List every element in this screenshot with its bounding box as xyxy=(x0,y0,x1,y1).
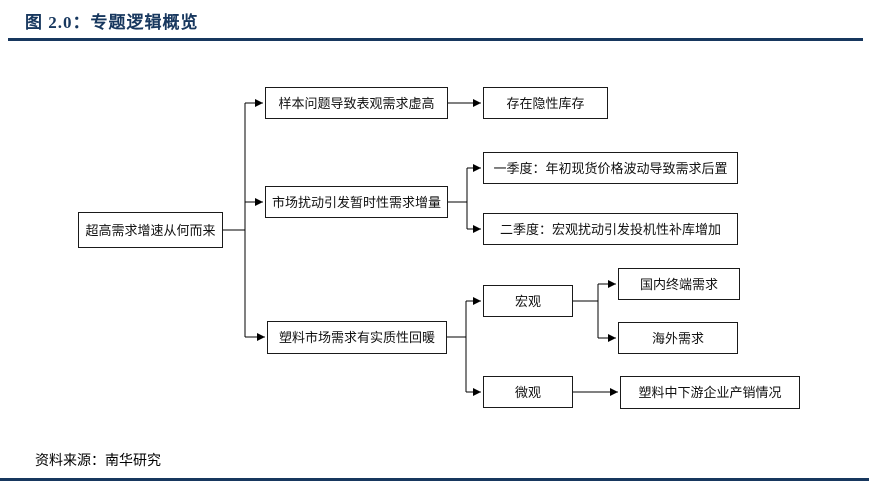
source-note: 资料来源：南华研究 xyxy=(35,454,161,469)
node-macro: 宏观 xyxy=(483,285,573,317)
node-sample-issue: 样本问题导致表观需求虚高 xyxy=(265,87,448,119)
title-divider xyxy=(8,38,863,41)
connector-disturbance-branch xyxy=(448,164,481,233)
node-micro: 微观 xyxy=(483,376,573,408)
node-demand-recovery: 塑料市场需求有实质性回暖 xyxy=(267,321,447,354)
node-overseas-demand: 海外需求 xyxy=(618,322,738,354)
node-hidden-inventory: 存在隐性库存 xyxy=(483,87,608,119)
node-q1: 一季度：年初现货价格波动导致需求后置 xyxy=(483,152,738,184)
node-q2: 二季度：宏观扰动引发投机性补库增加 xyxy=(483,213,738,245)
node-root: 超高需求增速从何而来 xyxy=(78,212,223,248)
connector-root-branch xyxy=(223,99,265,341)
node-market-disturbance: 市场扰动引发暂时性需求增量 xyxy=(265,186,448,218)
bottom-divider xyxy=(0,478,869,481)
connector-recovery-branch xyxy=(447,297,481,396)
node-domestic-demand: 国内终端需求 xyxy=(618,268,740,300)
node-downstream: 塑料中下游企业产销情况 xyxy=(620,376,800,409)
figure-title: 图 2.0：专题逻辑概览 xyxy=(25,13,199,32)
connector-macro-branch xyxy=(573,280,616,342)
